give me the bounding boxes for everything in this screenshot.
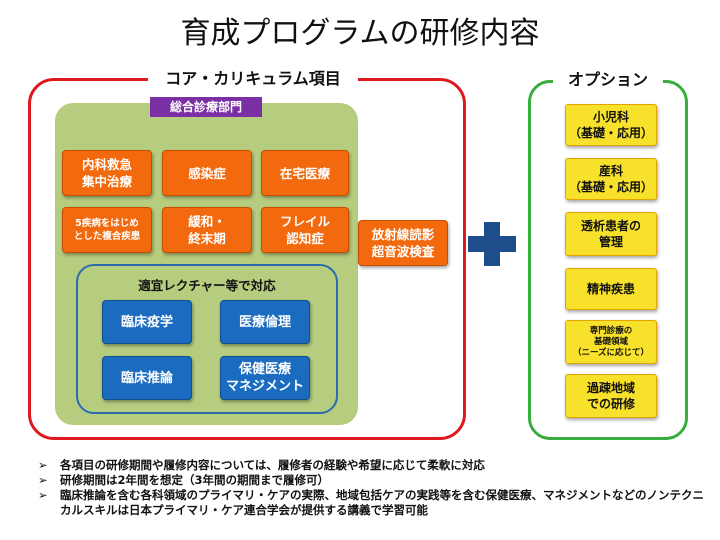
option-item: 過疎地域 での研修	[565, 374, 657, 418]
option-label: オプション	[553, 66, 663, 90]
arrow-bullet-icon: ➢	[38, 488, 48, 502]
note-item: ➢ 臨床推論を含む各科領域のプライマリ・ケアの実際、地域包括ケアの実践等を含む保…	[38, 488, 704, 517]
plus-icon	[468, 222, 516, 266]
note-item: ➢ 各項目の研修期間や履修内容については、履修者の経験や希望に応じて柔軟に対応	[38, 458, 485, 472]
arrow-bullet-icon: ➢	[38, 473, 48, 487]
lecture-item: 医療倫理	[220, 300, 310, 344]
lecture-item: 臨床疫学	[102, 300, 192, 344]
option-item: 透析患者の 管理	[565, 212, 657, 256]
core-item: 感染症	[162, 150, 252, 196]
core-item: 緩和・ 終末期	[162, 207, 252, 253]
core-item: 内科救急 集中治療	[62, 150, 152, 196]
arrow-bullet-icon: ➢	[38, 458, 48, 472]
core-curriculum-label: コア・カリキュラム項目	[148, 65, 358, 89]
core-item: フレイル 認知症	[261, 207, 349, 253]
department-tag: 総合診療部門	[150, 97, 262, 117]
lecture-frame	[76, 264, 338, 414]
lecture-item: 保健医療 マネジメント	[220, 356, 310, 400]
core-item: 5疾病をはじめ とした複合疾患	[62, 207, 152, 253]
option-item: 小児科 （基礎・応用）	[565, 104, 657, 146]
lecture-item: 臨床推論	[102, 356, 192, 400]
lecture-label: 適宜レクチャー等で対応	[138, 278, 276, 293]
radiology-item: 放射線読影 超音波検査	[358, 220, 448, 266]
option-item: 精神疾患	[565, 268, 657, 310]
option-item: 産科 （基礎・応用）	[565, 158, 657, 200]
notes-list: ➢ 各項目の研修期間や履修内容については、履修者の経験や希望に応じて柔軟に対応 …	[38, 458, 710, 518]
note-item: ➢ 研修期間は2年間を想定（3年間の期間まで履修可）	[38, 473, 330, 487]
page-title: 育成プログラムの研修内容	[180, 16, 540, 51]
option-item: 専門診療の 基礎領域 （ニーズに応じて）	[565, 320, 657, 364]
core-item: 在宅医療	[261, 150, 349, 196]
